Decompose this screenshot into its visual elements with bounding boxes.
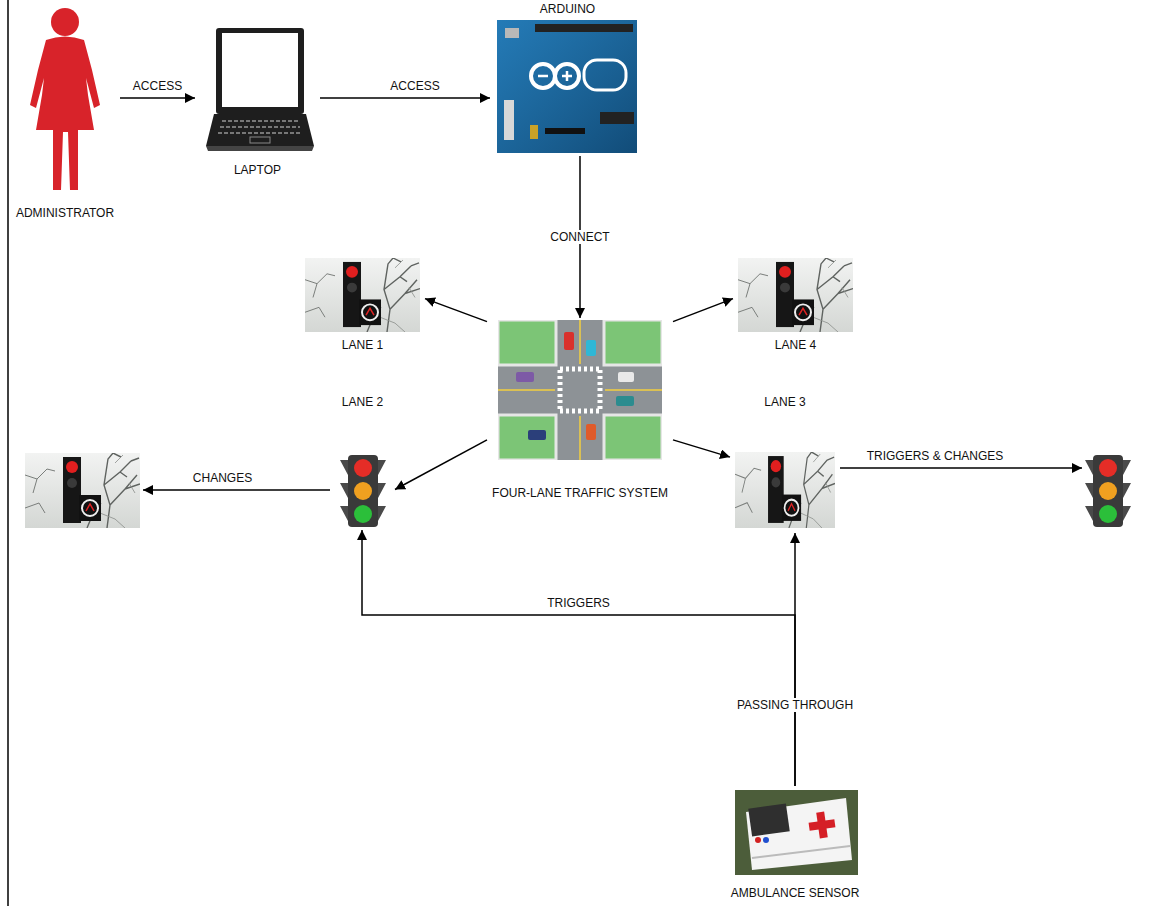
traffic-light-icon	[340, 455, 386, 527]
connector-arrow	[840, 467, 1082, 469]
arduino-board	[504, 100, 514, 140]
arduino-board	[505, 28, 519, 38]
arduino-board	[600, 112, 634, 124]
lane-photo	[25, 453, 140, 528]
arduino-board	[584, 60, 626, 90]
arduino-board	[497, 20, 637, 153]
connector-arrow	[143, 489, 330, 491]
connector-arrow	[120, 97, 195, 99]
laptop-icon	[206, 146, 314, 151]
lane-photo	[735, 452, 835, 528]
arduino-board	[535, 24, 633, 32]
edge-label: ACCESS	[130, 79, 185, 93]
node-label: LANE 2	[342, 395, 383, 409]
sensor-node: AMBULANCE SENSOR	[722, 786, 868, 900]
ambulance-picture	[748, 803, 790, 836]
lane-node: LANE 4	[733, 255, 858, 352]
laptop-icon	[206, 28, 314, 151]
arduino-board	[538, 71, 572, 81]
administrator-figure	[30, 37, 100, 191]
arduino-board	[530, 125, 538, 139]
traffic-light-icon	[1085, 455, 1131, 527]
ambulance-picture	[763, 837, 769, 843]
node-label: FOUR-LANE TRAFFIC SYSTEM	[492, 486, 668, 500]
controller-node: ARDUINO	[490, 2, 645, 156]
intersection-picture	[498, 320, 662, 460]
arduino-board	[545, 128, 585, 134]
lane-photo	[738, 258, 853, 332]
edge-label: PASSING THROUGH	[734, 698, 856, 712]
connector-arrow	[395, 440, 487, 490]
actor-node: ADMINISTRATOR	[10, 4, 120, 220]
administrator-figure	[51, 8, 79, 36]
device-node: LAPTOP	[195, 25, 320, 177]
edge-label: TRIGGERS & CHANGES	[864, 449, 1007, 463]
node-label: ADMINISTRATOR	[16, 206, 114, 220]
page-border	[7, 0, 9, 906]
connector-arrow	[673, 299, 733, 322]
laptop-icon	[222, 33, 298, 107]
edge-label: TRIGGERS	[544, 596, 613, 610]
ambulance-picture	[755, 837, 761, 843]
node-label: LANE 4	[775, 338, 816, 352]
arduino-board	[497, 20, 637, 153]
node-label: LANE 1	[342, 338, 383, 352]
connector-arrow	[320, 97, 490, 99]
laptop-icon	[218, 121, 302, 133]
lane-photo	[305, 258, 420, 332]
node-label: ARDUINO	[540, 2, 595, 16]
connector-arrow	[362, 530, 795, 786]
laptop-icon	[250, 137, 270, 143]
light-state-node	[1082, 452, 1134, 528]
connector-arrow	[425, 299, 487, 322]
laptop-icon	[206, 114, 314, 146]
connector-arrow	[673, 440, 730, 457]
node-label: LAPTOP	[234, 163, 281, 177]
edge-label: CHANGES	[190, 471, 255, 485]
lane-node: LANE 1	[300, 255, 425, 352]
ambulance-picture	[735, 790, 858, 875]
ambulance-picture	[735, 790, 858, 875]
arduino-board	[497, 20, 637, 153]
laptop-icon	[216, 28, 304, 114]
ambulance-picture	[809, 819, 836, 831]
lane-node: LANE 3	[730, 395, 840, 533]
edge-label: ACCESS	[387, 79, 442, 93]
ambulance-picture	[752, 846, 850, 858]
node-label: AMBULANCE SENSOR	[731, 886, 860, 900]
administrator-figure	[30, 8, 100, 190]
light-state-node	[22, 450, 143, 531]
ambulance-picture	[746, 798, 852, 870]
node-label: LANE 3	[764, 395, 805, 409]
edge-label: CONNECT	[547, 230, 612, 244]
intersection-node: FOUR-LANE TRAFFIC SYSTEM	[487, 318, 673, 500]
lane-node: LANE 2	[330, 395, 395, 530]
